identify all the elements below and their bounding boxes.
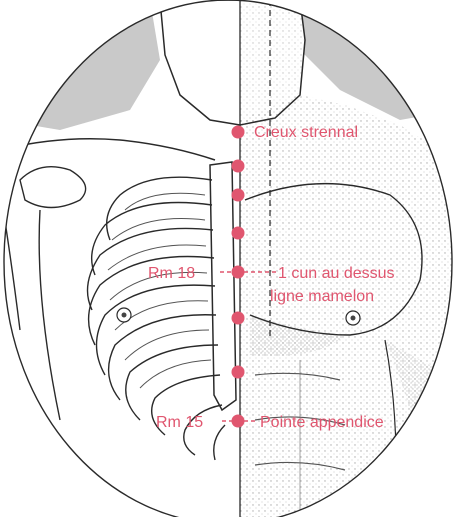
point-2 <box>232 160 245 173</box>
label-pointe-appendice: Pointe appendice <box>260 414 384 431</box>
torso-skin-right <box>240 95 456 517</box>
label-creux-strennal: Creux strennal <box>254 124 358 141</box>
point-creux-strennal <box>232 126 245 139</box>
label-rm-15: Rm 15 <box>156 414 203 431</box>
label-cun-line2: ligne mamelon <box>270 288 374 305</box>
label-rm-18: Rm 18 <box>148 265 195 282</box>
point-4 <box>232 227 245 240</box>
label-cun-line1: 1 cun au dessus <box>278 265 395 282</box>
point-rm-18 <box>232 266 245 279</box>
point-rm-15 <box>232 415 245 428</box>
point-6 <box>232 312 245 325</box>
point-7 <box>232 366 245 379</box>
point-3 <box>232 189 245 202</box>
